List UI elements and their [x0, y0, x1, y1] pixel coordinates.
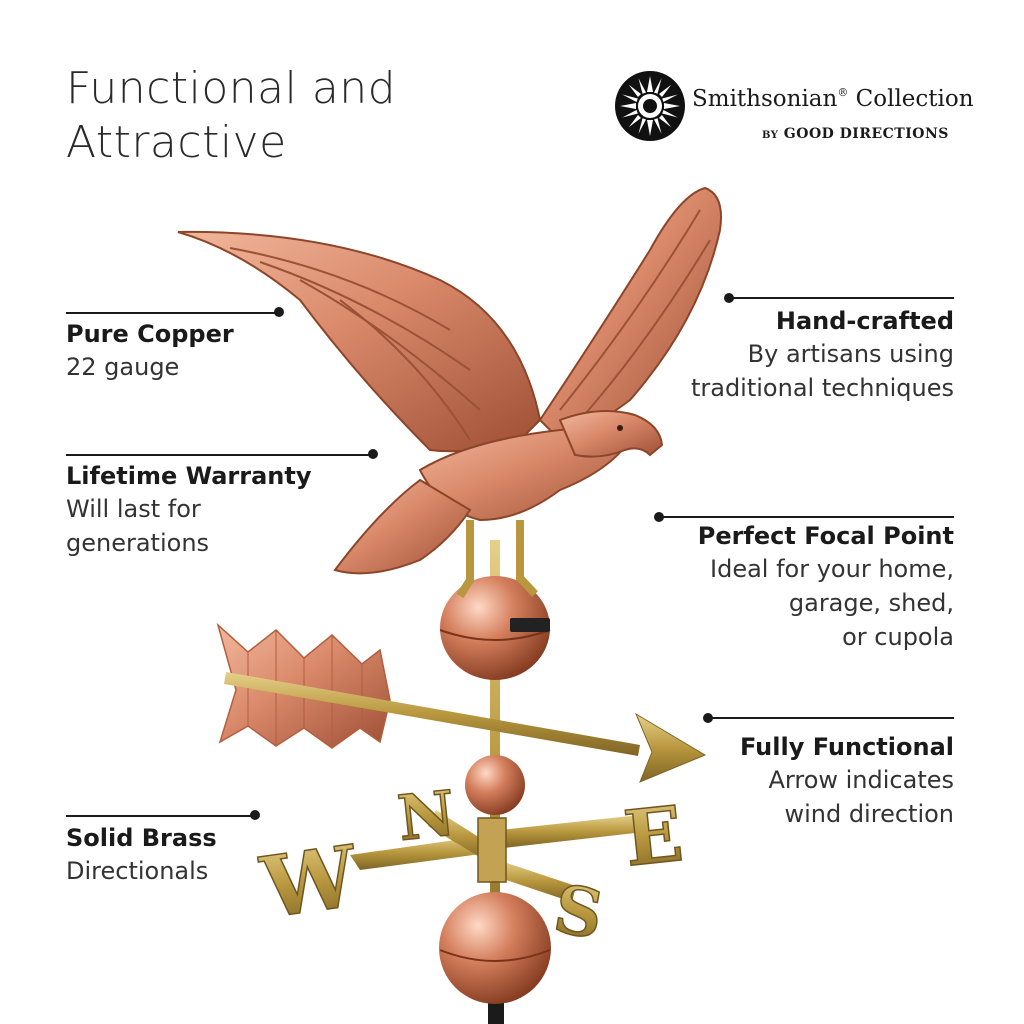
- feature-lifetime-warranty: Lifetime Warranty Will last for generati…: [66, 460, 311, 560]
- brand-name: Smithsonian® Collection: [692, 86, 974, 112]
- brand-logo: Smithsonian® Collection BY GOOD DIRECTIO…: [614, 70, 974, 150]
- headline-line-1: Functional and: [66, 63, 397, 114]
- feature-desc: or cupola: [842, 623, 954, 651]
- feature-title: Hand-crafted: [775, 307, 954, 335]
- feature-title: Pure Copper: [66, 320, 234, 348]
- feature-focal-point: Perfect Focal Point Ideal for your home,…: [698, 520, 954, 654]
- leader-line-focal-point: [660, 516, 954, 518]
- compass-letter-w: W: [255, 826, 365, 938]
- compass-letter-e: E: [620, 789, 687, 884]
- feature-title: Solid Brass: [66, 824, 217, 852]
- leader-dot-lifetime-warranty: [368, 449, 378, 459]
- leader-line-pure-copper: [66, 312, 280, 314]
- leader-line-fully-functional: [709, 717, 954, 719]
- feature-desc: Will last for: [66, 495, 201, 523]
- feature-hand-crafted: Hand-crafted By artisans using tradition…: [691, 305, 954, 405]
- leader-dot-fully-functional: [703, 713, 713, 723]
- feature-solid-brass: Solid Brass Directionals: [66, 822, 217, 888]
- feature-desc: By artisans using: [747, 340, 954, 368]
- leader-line-solid-brass: [66, 815, 256, 817]
- feature-title: Lifetime Warranty: [66, 462, 312, 490]
- headline-line-2: Attractive: [66, 117, 287, 168]
- leader-dot-solid-brass: [250, 810, 260, 820]
- feature-pure-copper: Pure Copper 22 gauge: [66, 318, 234, 384]
- feature-desc: generations: [66, 529, 210, 557]
- feature-desc: garage, shed,: [788, 589, 954, 617]
- feature-desc: traditional techniques: [690, 374, 954, 402]
- compass-letter-n: N: [394, 777, 458, 856]
- compass-directionals: [350, 810, 644, 902]
- feature-desc: 22 gauge: [66, 353, 180, 381]
- leader-line-hand-crafted: [730, 297, 954, 299]
- middle-copper-ball: [465, 755, 525, 815]
- feature-desc: wind direction: [784, 800, 954, 828]
- feature-title: Fully Functional: [739, 733, 954, 761]
- leader-dot-focal-point: [654, 512, 664, 522]
- feature-desc: Ideal for your home,: [710, 555, 954, 583]
- brand-byline: BY GOOD DIRECTIONS: [762, 126, 949, 142]
- headline: Functional and Attractive: [66, 62, 396, 170]
- leader-line-lifetime-warranty: [66, 454, 374, 456]
- feature-fully-functional: Fully Functional Arrow indicates wind di…: [740, 731, 954, 831]
- upper-copper-ball: [440, 576, 550, 680]
- feature-desc: Directionals: [66, 857, 209, 885]
- lower-copper-ball: [439, 892, 551, 1004]
- eagle-figure: [177, 186, 722, 599]
- leader-dot-hand-crafted: [724, 293, 734, 303]
- feature-title: Perfect Focal Point: [697, 522, 954, 550]
- sun-emblem-icon: [615, 71, 685, 141]
- feature-desc: Arrow indicates: [768, 766, 954, 794]
- arrow: [216, 622, 707, 783]
- leader-dot-pure-copper: [274, 307, 284, 317]
